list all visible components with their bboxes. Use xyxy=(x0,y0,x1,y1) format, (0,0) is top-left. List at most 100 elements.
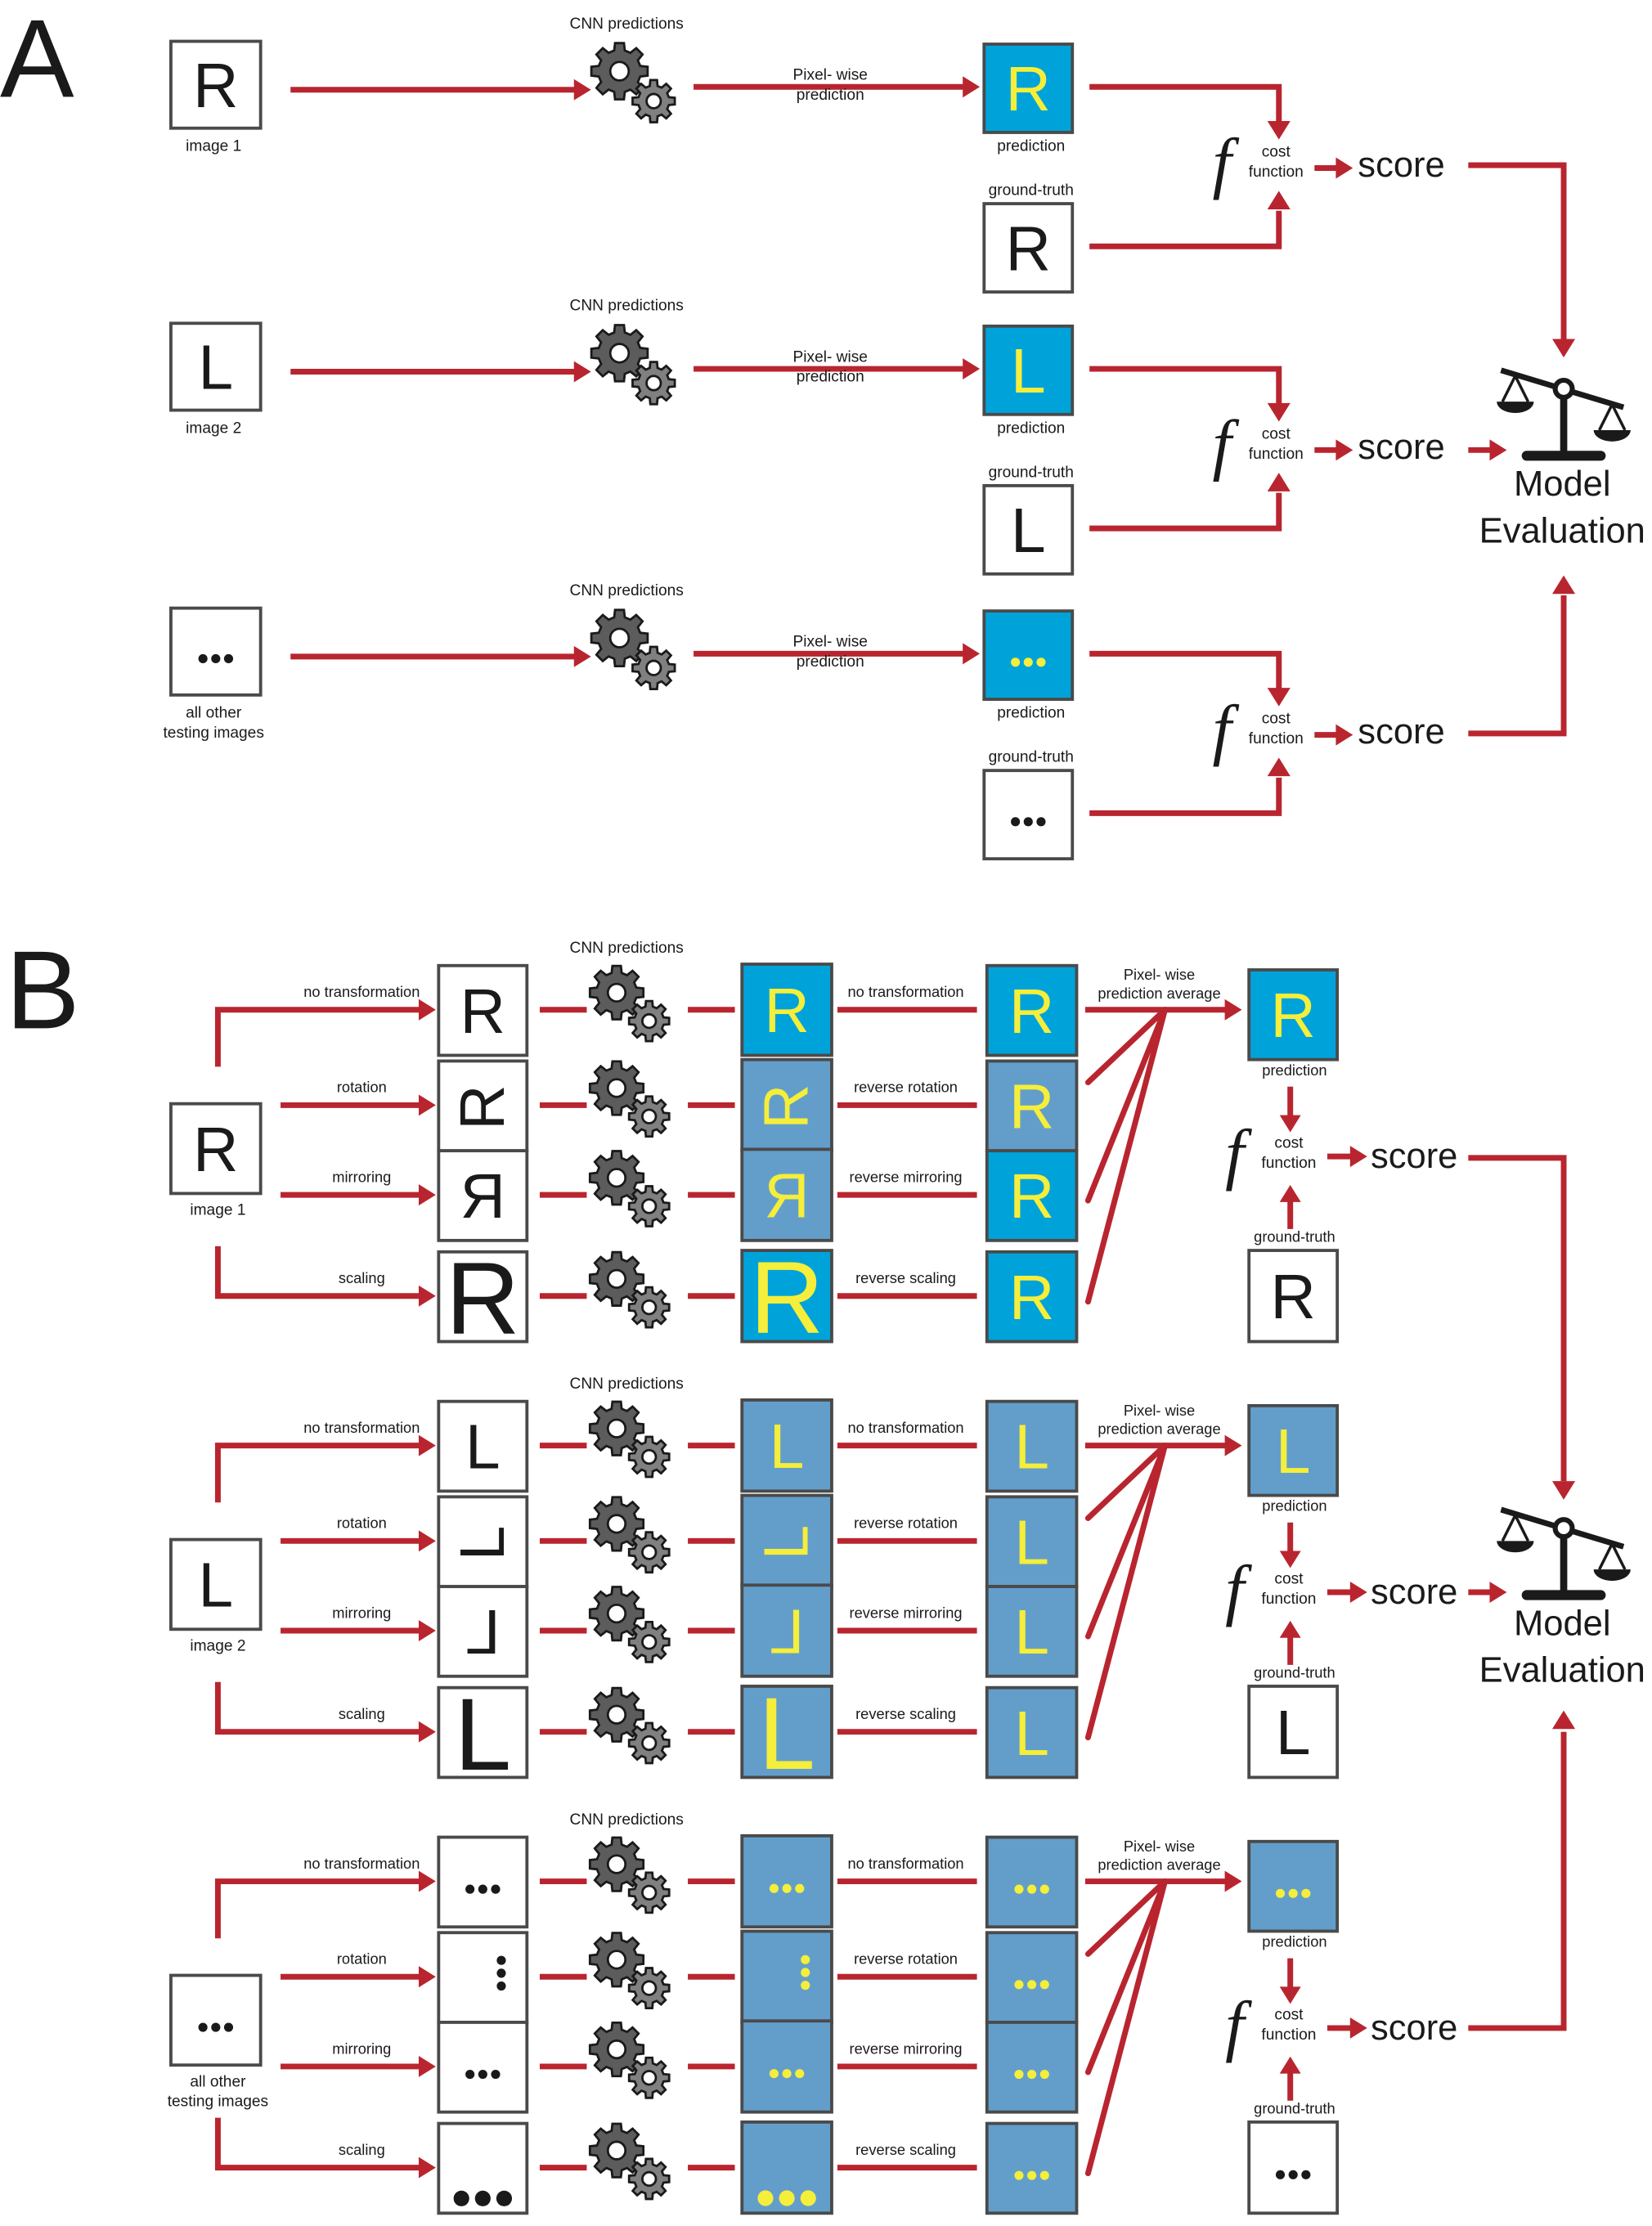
dot xyxy=(474,2190,491,2206)
cnn-predictions-label: CNN predictions xyxy=(570,298,684,315)
cnn-prediction-box xyxy=(740,1929,833,2024)
transformed-image-box: L xyxy=(437,1495,529,1588)
box-frame xyxy=(985,1685,1079,1779)
dot xyxy=(1039,1884,1049,1894)
box-glyph: L xyxy=(1011,496,1046,566)
cnn-prediction-box: R xyxy=(740,963,833,1057)
restored-prediction-box xyxy=(985,2021,1079,2114)
restored-prediction-box xyxy=(985,1835,1079,1929)
cost-function-label: function xyxy=(1261,1155,1316,1172)
box-frame xyxy=(1247,968,1340,1061)
transform-label: no transformation xyxy=(303,1419,420,1436)
box-frame xyxy=(437,2021,529,2114)
box-glyph: L xyxy=(1014,1413,1049,1483)
pixel-wise-average-label: Pixel- wise xyxy=(1124,966,1195,983)
box-frame xyxy=(437,1250,529,1344)
glyph-text: R xyxy=(750,1240,824,1355)
arrowhead-icon xyxy=(1224,999,1242,1021)
arrowhead-icon xyxy=(1551,575,1576,595)
arrowhead-icon xyxy=(1279,1620,1301,1638)
dot xyxy=(779,2190,795,2206)
ground-truth-box: R xyxy=(982,202,1075,294)
pixel-wise-average-label: Pixel- wise xyxy=(1124,1838,1195,1855)
glyph-text: R xyxy=(764,976,809,1046)
score-to-evaluation-connector xyxy=(1468,595,1567,737)
box-glyph: R xyxy=(752,1084,822,1129)
box-glyph: R xyxy=(1009,977,1054,1047)
box-glyph xyxy=(1014,2069,1049,2080)
glyph-text: R xyxy=(1009,1162,1054,1232)
transform-label: mirroring xyxy=(332,1168,391,1185)
average-fan-connector xyxy=(1084,1878,1168,1957)
gear-hole xyxy=(641,1012,658,1030)
dot xyxy=(1301,1888,1311,1898)
restored-prediction-box: L xyxy=(985,1685,1079,1779)
balance-scale-icon xyxy=(1497,1506,1631,1600)
dot xyxy=(1301,2170,1311,2179)
box-glyph: L xyxy=(199,1551,234,1621)
box-frame xyxy=(437,963,529,1057)
dot xyxy=(1027,1980,1037,1990)
average-fan-connector xyxy=(1084,1443,1168,1741)
dot xyxy=(491,2069,501,2080)
restored-prediction-box: L xyxy=(985,1495,1079,1588)
glyph-text: L xyxy=(758,1676,815,1791)
fork-connector-bottom xyxy=(214,1245,422,1299)
box-frame xyxy=(169,321,263,412)
glyph-text: R xyxy=(1271,1263,1316,1332)
cost-function-label: function xyxy=(1249,164,1304,181)
dot xyxy=(465,2069,475,2080)
glyph-text: L xyxy=(1276,1417,1311,1487)
restored-prediction-box xyxy=(985,1931,1079,2024)
glyph-text: R xyxy=(1009,1073,1054,1142)
dot xyxy=(223,2022,234,2032)
scale-pivot xyxy=(1552,377,1575,400)
dot xyxy=(223,653,234,664)
dot xyxy=(1014,1980,1024,1990)
pixel-wise-label: Pixel- wise xyxy=(792,348,867,366)
box-glyph xyxy=(1014,1980,1049,1990)
arrowhead-icon xyxy=(418,1434,436,1456)
prediction-caption: prediction xyxy=(1262,1933,1327,1950)
box-glyph xyxy=(465,2069,501,2080)
gears-icon xyxy=(588,1060,671,1138)
dot xyxy=(198,2022,208,2032)
dot xyxy=(496,1981,506,1991)
fork-connector-top xyxy=(214,1443,422,1503)
box-glyph xyxy=(453,2190,513,2206)
panel-b-label: B xyxy=(6,927,80,1052)
arrowhead-icon xyxy=(1349,1582,1367,1603)
dot xyxy=(800,2190,816,2206)
dot xyxy=(1288,2170,1298,2179)
transformed-image-box: L xyxy=(437,1676,529,1792)
dot xyxy=(496,1955,506,1965)
average-fan-connector xyxy=(1084,1878,1168,2076)
dot xyxy=(465,1884,475,1894)
dot xyxy=(1014,1884,1024,1894)
gears-icon xyxy=(588,1250,671,1329)
fork-connector-bottom xyxy=(214,2117,422,2171)
box-glyph: R xyxy=(1006,214,1051,284)
dot xyxy=(769,2069,779,2079)
dot xyxy=(1039,2069,1049,2080)
transform-label: rotation xyxy=(337,1950,387,1968)
arrowhead-icon xyxy=(573,645,591,667)
glyph-text: L xyxy=(1011,337,1046,406)
gear-hole xyxy=(606,1950,627,1970)
gear-hole xyxy=(641,2070,658,2086)
box-glyph: R xyxy=(1009,1263,1054,1333)
scale-pan xyxy=(1497,402,1534,414)
prediction-caption: prediction xyxy=(997,420,1065,437)
inverse-transform-label: reverse mirroring xyxy=(849,2040,962,2057)
box-frame xyxy=(169,1102,263,1196)
box-frame xyxy=(169,606,263,697)
box-frame xyxy=(982,202,1075,294)
dot xyxy=(1039,2170,1049,2180)
box-frame xyxy=(1247,1249,1340,1344)
transformed-image-box xyxy=(437,1931,529,2024)
dot xyxy=(782,2069,792,2079)
arrowhead-icon xyxy=(1336,157,1353,179)
